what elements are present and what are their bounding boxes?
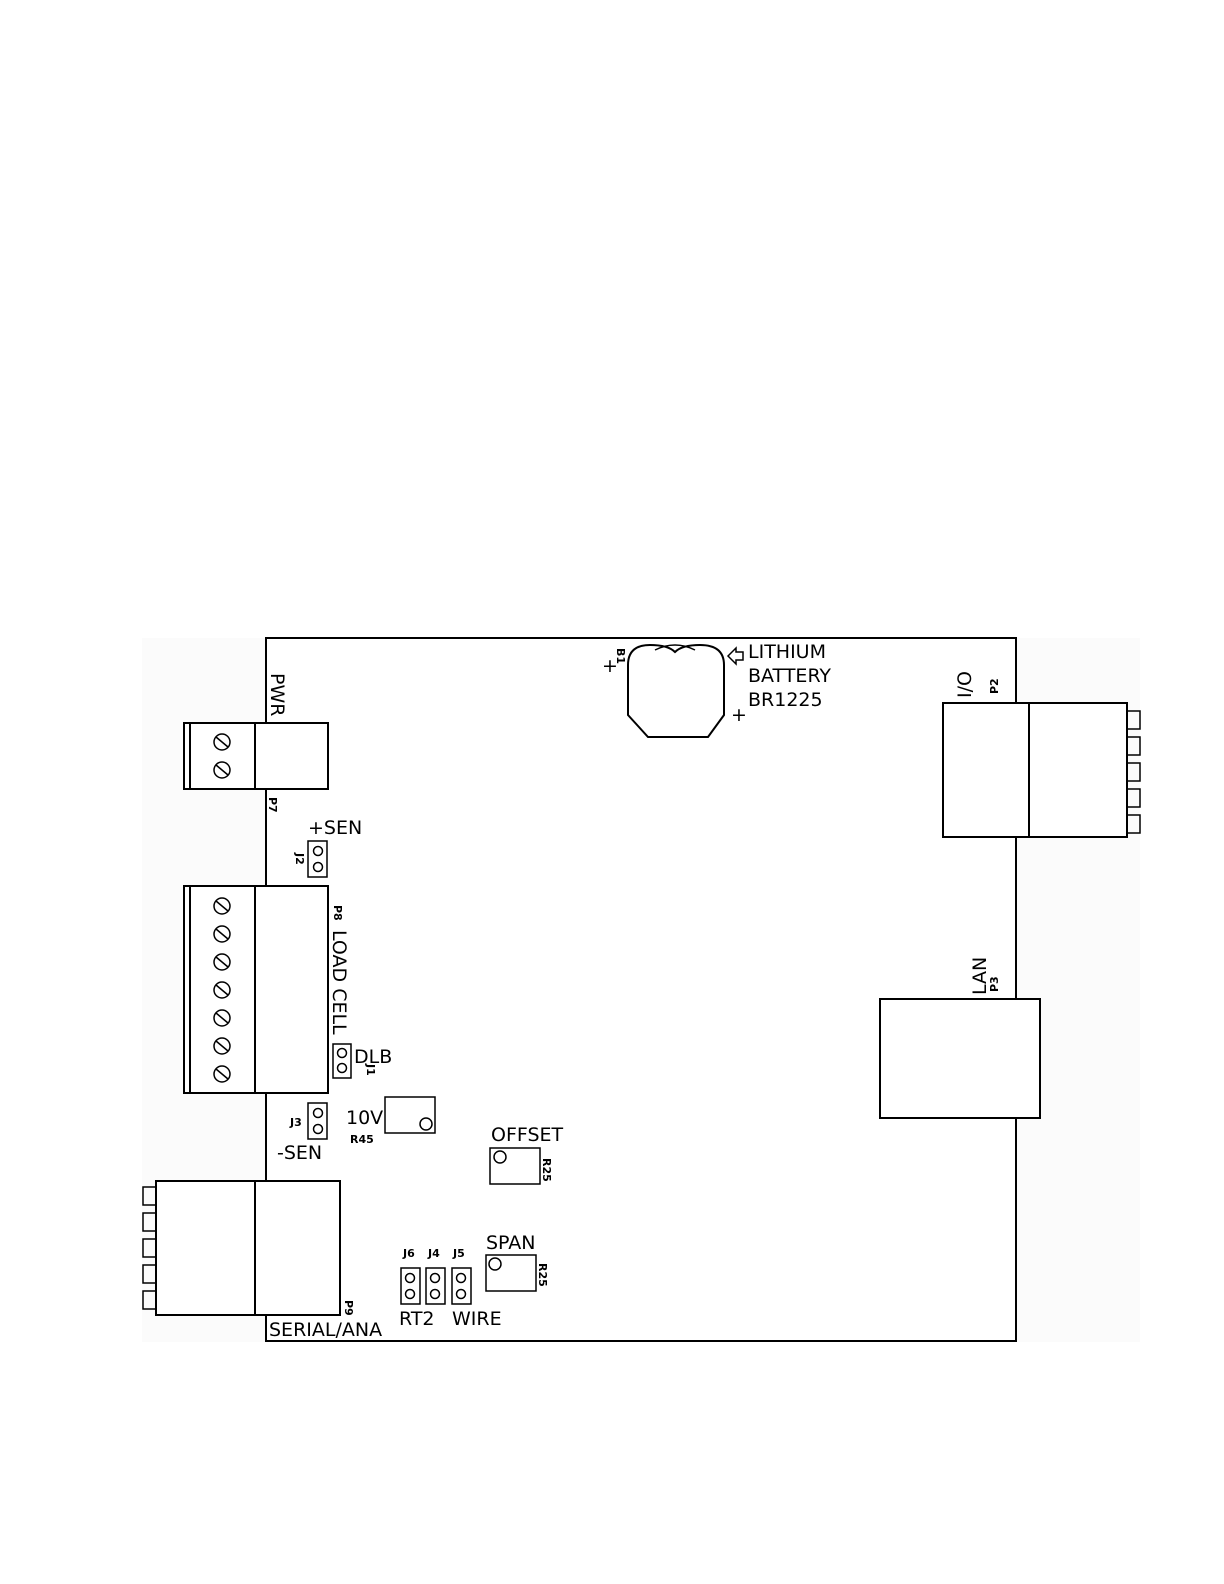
r45-label: R45 bbox=[350, 1133, 374, 1146]
battery-label: BATTERY bbox=[748, 665, 831, 687]
j3-label: J3 bbox=[289, 1116, 302, 1129]
pwr-connector bbox=[184, 723, 328, 789]
battery-model-label: BR1225 bbox=[748, 689, 823, 711]
load-cell-label: LOAD CELL bbox=[328, 930, 350, 1035]
offset-label: OFFSET bbox=[491, 1124, 564, 1146]
r25-span-label: R25 bbox=[536, 1263, 549, 1287]
ten-v-label: 10V bbox=[346, 1107, 383, 1129]
j6-label: J6 bbox=[402, 1247, 415, 1260]
plus-sen-label: +SEN bbox=[308, 817, 362, 839]
lan-connector bbox=[880, 999, 1040, 1118]
j2-label: J2 bbox=[293, 852, 306, 865]
rt2-label: RT2 bbox=[399, 1308, 435, 1330]
j1-label: J1 bbox=[364, 1063, 377, 1076]
battery-plus-right: + bbox=[731, 704, 747, 726]
serial-ana-label: SERIAL/ANA bbox=[269, 1319, 382, 1341]
pwr-label: PWR bbox=[266, 673, 288, 716]
serial-ana-connector bbox=[143, 1181, 340, 1315]
io-connector bbox=[943, 703, 1140, 837]
j4-label: J4 bbox=[427, 1247, 440, 1260]
r25-offset-label: R25 bbox=[540, 1158, 553, 1182]
p3-label: P3 bbox=[988, 976, 1001, 992]
j5-label: J5 bbox=[452, 1247, 465, 1260]
lithium-label: LITHIUM bbox=[748, 641, 826, 663]
board-outline bbox=[266, 638, 1016, 1341]
p9-label: P9 bbox=[342, 1300, 355, 1316]
battery-plus-top: + bbox=[602, 655, 618, 677]
p2-label: P2 bbox=[988, 678, 1001, 694]
p7-label: P7 bbox=[266, 797, 279, 813]
minus-sen-label: -SEN bbox=[277, 1142, 322, 1164]
p8-label: P8 bbox=[331, 905, 344, 921]
span-label: SPAN bbox=[486, 1232, 536, 1254]
wire-label: WIRE bbox=[452, 1308, 502, 1330]
io-label: I/O bbox=[954, 671, 976, 698]
load-cell-connector bbox=[184, 886, 328, 1093]
